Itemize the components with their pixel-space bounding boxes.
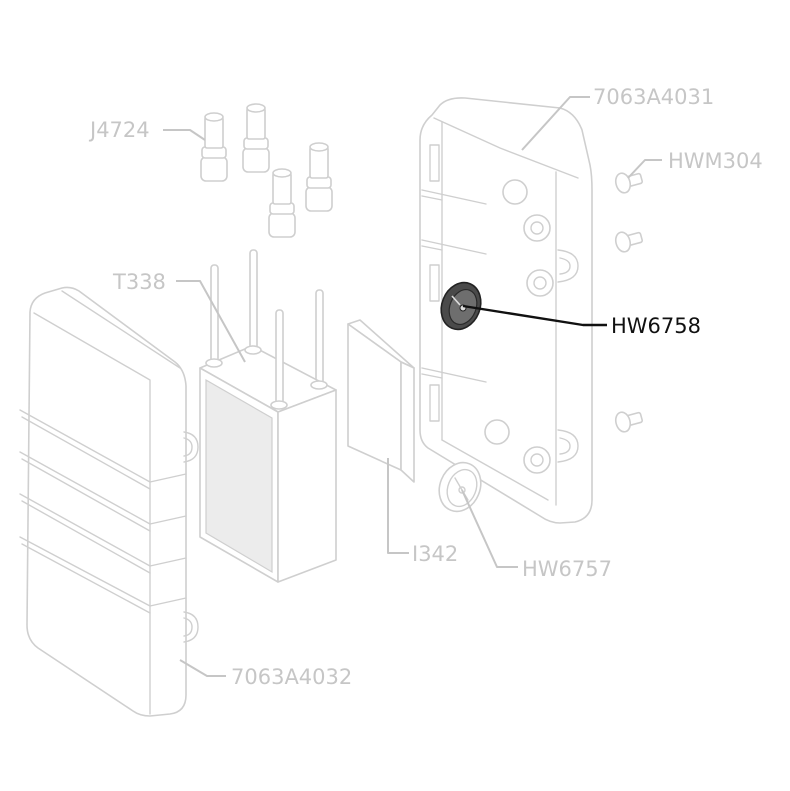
housing-boss <box>502 179 528 205</box>
leader-connector <box>163 129 206 141</box>
battery-side-face <box>277 389 337 583</box>
housing-boss-hole <box>533 276 547 290</box>
battery-label-panel <box>205 378 273 574</box>
cap-disk-inner <box>446 468 478 508</box>
cap-center-hole <box>458 486 466 494</box>
rib <box>19 409 151 490</box>
connector-base <box>305 186 333 212</box>
pin-base <box>270 400 288 410</box>
leader-cap <box>461 489 518 568</box>
connector <box>305 142 333 212</box>
front-cover-outline <box>26 286 187 717</box>
callout-labels: J4724 7063A4031 HWM304 T338 HW6758 I342 … <box>88 85 763 689</box>
connector-top <box>272 168 292 178</box>
connector-top <box>309 142 329 152</box>
back-housing-part <box>419 97 593 524</box>
plate-front-face <box>347 323 402 471</box>
front-cover-fold-edge <box>33 312 151 715</box>
callout-label-back-housing: 7063A4031 <box>593 85 714 109</box>
screw <box>614 411 643 433</box>
insulator-plate-part <box>347 319 415 483</box>
pin-base <box>205 358 223 368</box>
callout-label-battery: T338 <box>112 270 166 294</box>
callout-label-connector: J4724 <box>88 118 150 142</box>
housing-boss-hole <box>530 221 544 235</box>
screw <box>614 231 643 253</box>
connector-top <box>204 112 224 122</box>
housing-boss <box>523 214 551 242</box>
leader-highlighted-cap <box>462 304 607 327</box>
connector-base <box>200 156 228 182</box>
housing-slot <box>429 384 440 422</box>
connector-base <box>268 212 296 238</box>
housing-slot <box>429 144 440 182</box>
connector <box>200 112 228 182</box>
housing-boss <box>523 446 551 474</box>
connector <box>242 103 270 173</box>
rib <box>149 473 187 607</box>
side-lug-upper <box>183 431 199 463</box>
back-housing-outline <box>419 97 593 524</box>
pin-base <box>310 380 328 390</box>
housing-shelves <box>421 189 487 383</box>
leader-battery <box>176 280 246 363</box>
housing-slot <box>429 264 440 302</box>
pin <box>249 249 258 351</box>
housing-inner-floor <box>441 439 549 501</box>
callout-label-screws: HWM304 <box>668 149 763 173</box>
front-cover-ribs <box>19 409 187 614</box>
screw-head <box>614 411 632 433</box>
pin <box>275 309 284 406</box>
callout-label-highlighted-cap: HW6758 <box>611 314 701 338</box>
front-cover-top-edge <box>61 290 181 369</box>
rib <box>19 536 151 614</box>
callout-label-front-cover: 7063A4032 <box>231 665 352 689</box>
housing-side-lug-upper <box>557 249 579 283</box>
leader-back-housing <box>521 96 590 151</box>
connector-set <box>200 103 333 238</box>
plate-side-edge <box>400 361 415 483</box>
housing-boss-hole <box>530 453 544 467</box>
connector <box>268 168 296 238</box>
leader-screws <box>627 159 662 179</box>
rib <box>19 493 151 574</box>
screw-head <box>614 231 632 253</box>
screw-set <box>614 172 643 433</box>
side-lug-lower <box>183 611 199 643</box>
screw-head <box>614 172 632 194</box>
front-cover-part <box>19 286 199 717</box>
battery-box-part <box>199 309 337 583</box>
housing-inner-rim-top <box>433 117 579 179</box>
callout-label-insulator: I342 <box>412 542 458 566</box>
leader-lines <box>163 96 662 677</box>
pin-base <box>244 345 262 355</box>
highlighted-cap-part <box>440 281 482 331</box>
housing-side-lug-lower <box>557 429 579 463</box>
screw <box>614 172 643 194</box>
connector-top <box>246 103 266 113</box>
housing-boss <box>484 419 510 445</box>
rib <box>19 451 151 532</box>
pin <box>315 289 324 386</box>
connector-base <box>242 147 270 173</box>
callout-label-cap: HW6757 <box>522 557 612 581</box>
housing-boss <box>526 269 554 297</box>
pin <box>210 264 219 364</box>
leader-front-cover <box>179 659 226 677</box>
cap-notch <box>451 295 461 306</box>
leader-insulator <box>387 458 409 554</box>
